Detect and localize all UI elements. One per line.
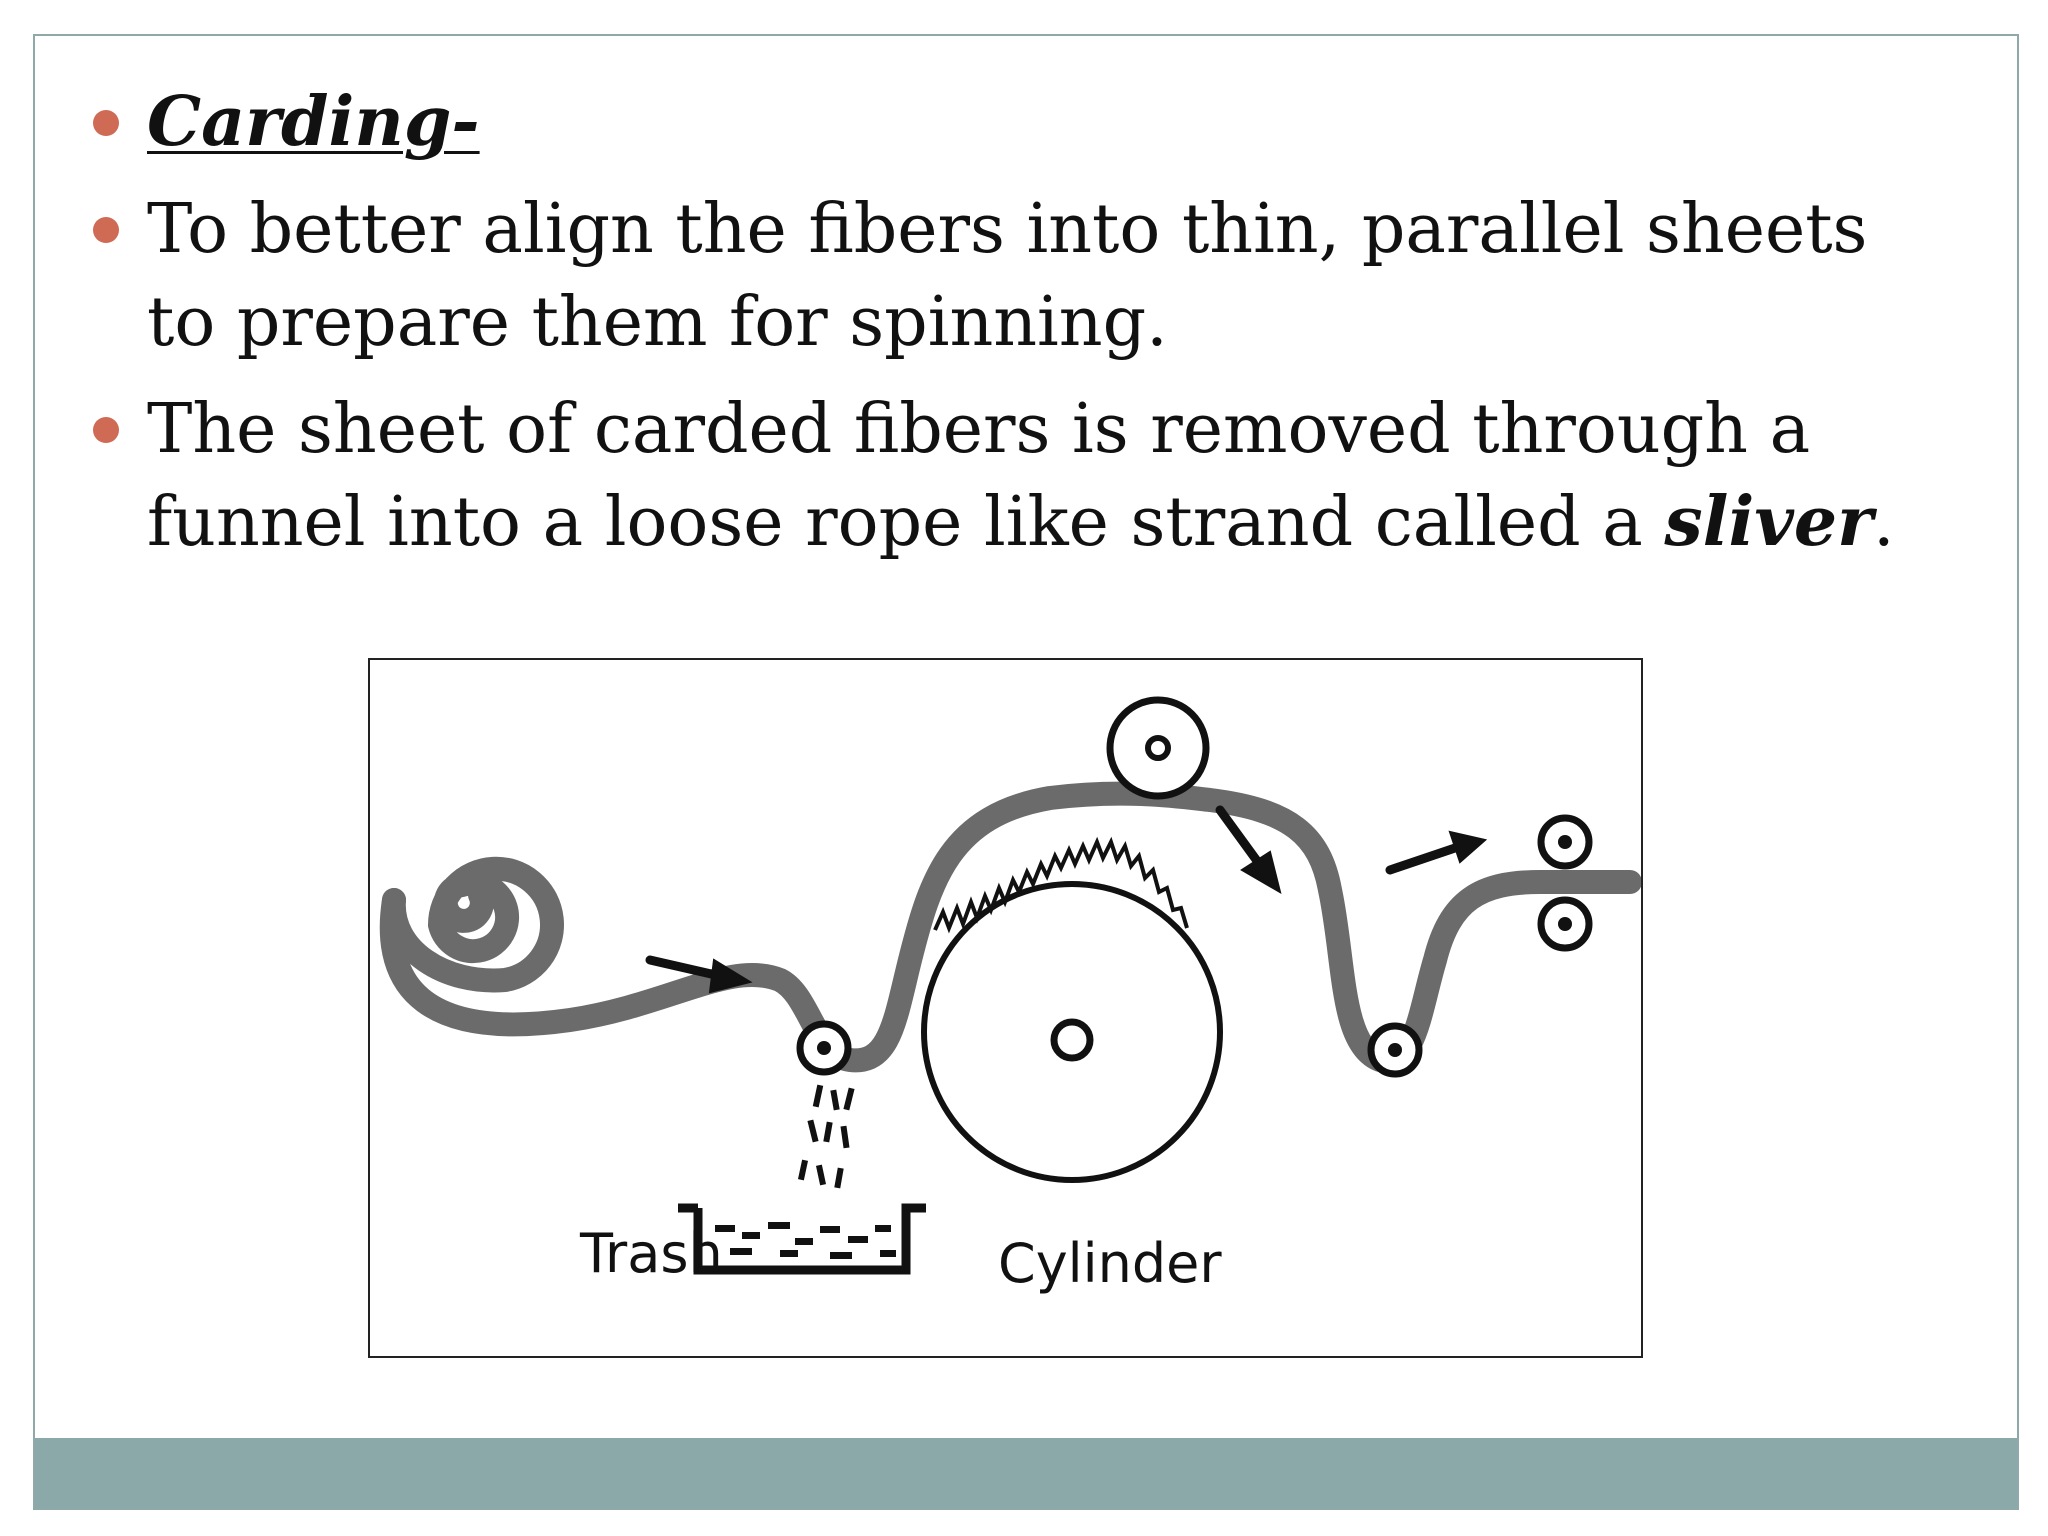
arrow-output-head-icon: [1448, 830, 1488, 864]
slide: Carding- To better align the fibers into…: [33, 34, 2019, 1510]
trash-debris: [715, 1222, 896, 1259]
trash-bin-icon: [678, 1203, 926, 1275]
top-roller-hub: [1145, 735, 1171, 761]
arrow-doffer-icon: [1215, 805, 1265, 870]
arrow-feed-icon: [645, 955, 725, 981]
bullet-dot-icon: [93, 217, 119, 243]
bullet-list: Carding- To better align the fibers into…: [35, 76, 2017, 583]
arrow-feed-head-icon: [708, 958, 753, 994]
flow-arrows: [645, 805, 1488, 994]
bullet-dot-icon: [93, 110, 119, 136]
carding-diagram-svg: Trash Cylinder: [379, 696, 1641, 1295]
trash-particles: [797, 1084, 855, 1189]
cylinder-hub-icon: [1050, 1018, 1094, 1062]
bullet-carding-heading: Carding-: [35, 76, 2017, 169]
arrow-doffer-head-icon: [1240, 850, 1282, 895]
cylinder-label: Cylinder: [998, 1232, 1222, 1295]
bullet-dot-icon: [93, 417, 119, 443]
card-teeth: [933, 836, 1189, 934]
bullet-align-fibers: To better align the fibers into thin, pa…: [35, 183, 2017, 369]
bullet-text: To better align the fibers into thin, pa…: [147, 190, 1868, 362]
bullet-text-after: .: [1872, 483, 1895, 562]
section-heading: Carding-: [147, 82, 480, 162]
bullet-sliver: The sheet of carded fibers is removed th…: [35, 383, 2017, 569]
carding-diagram: Trash Cylinder: [368, 658, 1643, 1358]
top-roller: [1106, 696, 1210, 800]
main-cylinder: [921, 881, 1223, 1183]
output-roller-bottom-hub: [1558, 917, 1572, 931]
output-roller-top-hub: [1558, 835, 1572, 849]
footer-bar: [35, 1438, 2017, 1508]
right-roller-hub: [1388, 1043, 1402, 1057]
trash-label: Trash: [579, 1222, 723, 1285]
fiber-spiral: [381, 856, 564, 993]
bullet-text-before: The sheet of carded fibers is removed th…: [147, 390, 1811, 562]
arrow-output-icon: [1385, 843, 1460, 875]
left-roller-hub: [817, 1041, 831, 1055]
sliver-term: sliver: [1664, 482, 1873, 562]
